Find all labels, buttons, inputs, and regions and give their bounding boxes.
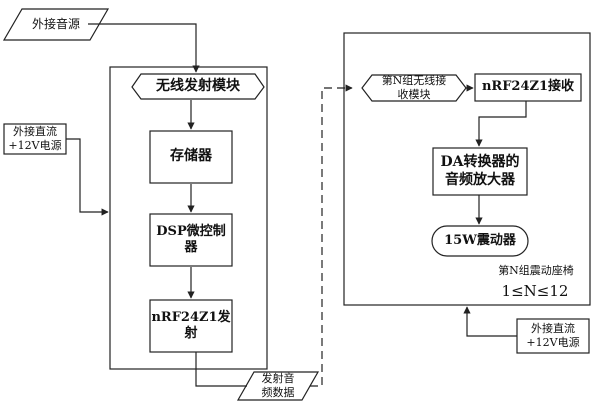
transmitter-container <box>109 66 268 370</box>
tx-audio-data-label: 发射音 频数据 <box>261 372 295 399</box>
tx-audio-data-shape <box>236 371 320 401</box>
line-data-to-rx <box>310 84 353 387</box>
n-range-label: 1≤N≤12 <box>501 281 569 300</box>
nrf-rx-label: nRF24Z1接收 <box>481 79 575 95</box>
dsp-label: DSP微控制器 <box>156 223 226 255</box>
arrow-dc-to-container <box>66 138 109 216</box>
rx-module-label: 第N组无线接 收模块 <box>381 74 447 101</box>
seat-group-label: 第N组震动座椅 <box>498 264 574 278</box>
external-dc-right-label: 外接直流 +12V电源 <box>526 322 580 349</box>
external-dc-left-label: 外接直流 +12V电源 <box>8 125 62 152</box>
tx-module-shape <box>131 73 265 100</box>
da-amp-label: DA转换器的 音频放大器 <box>440 154 520 188</box>
nrf-tx-label: nRF24Z1发射 <box>151 309 231 341</box>
memory-box <box>149 130 233 184</box>
receiver-container <box>343 32 591 306</box>
tx-module-label: 无线发射模块 <box>156 77 240 94</box>
da-amp-box <box>432 147 528 196</box>
arrow-audio-to-tx <box>88 23 200 73</box>
arrow-dc-to-receiver <box>463 306 517 337</box>
nrf-tx-box <box>149 299 233 353</box>
dsp-box <box>149 213 233 267</box>
external-audio-shape <box>2 8 110 41</box>
vibrator-box <box>431 225 529 257</box>
arrow-nrf-to-da <box>475 101 527 147</box>
memory-label: 存储器 <box>170 148 212 165</box>
nrf-rx-box <box>474 73 582 102</box>
vibrator-label: 15W震动器 <box>444 232 516 248</box>
line-nrf-to-data <box>195 352 247 387</box>
external-audio-label: 外接音源 <box>31 17 80 31</box>
